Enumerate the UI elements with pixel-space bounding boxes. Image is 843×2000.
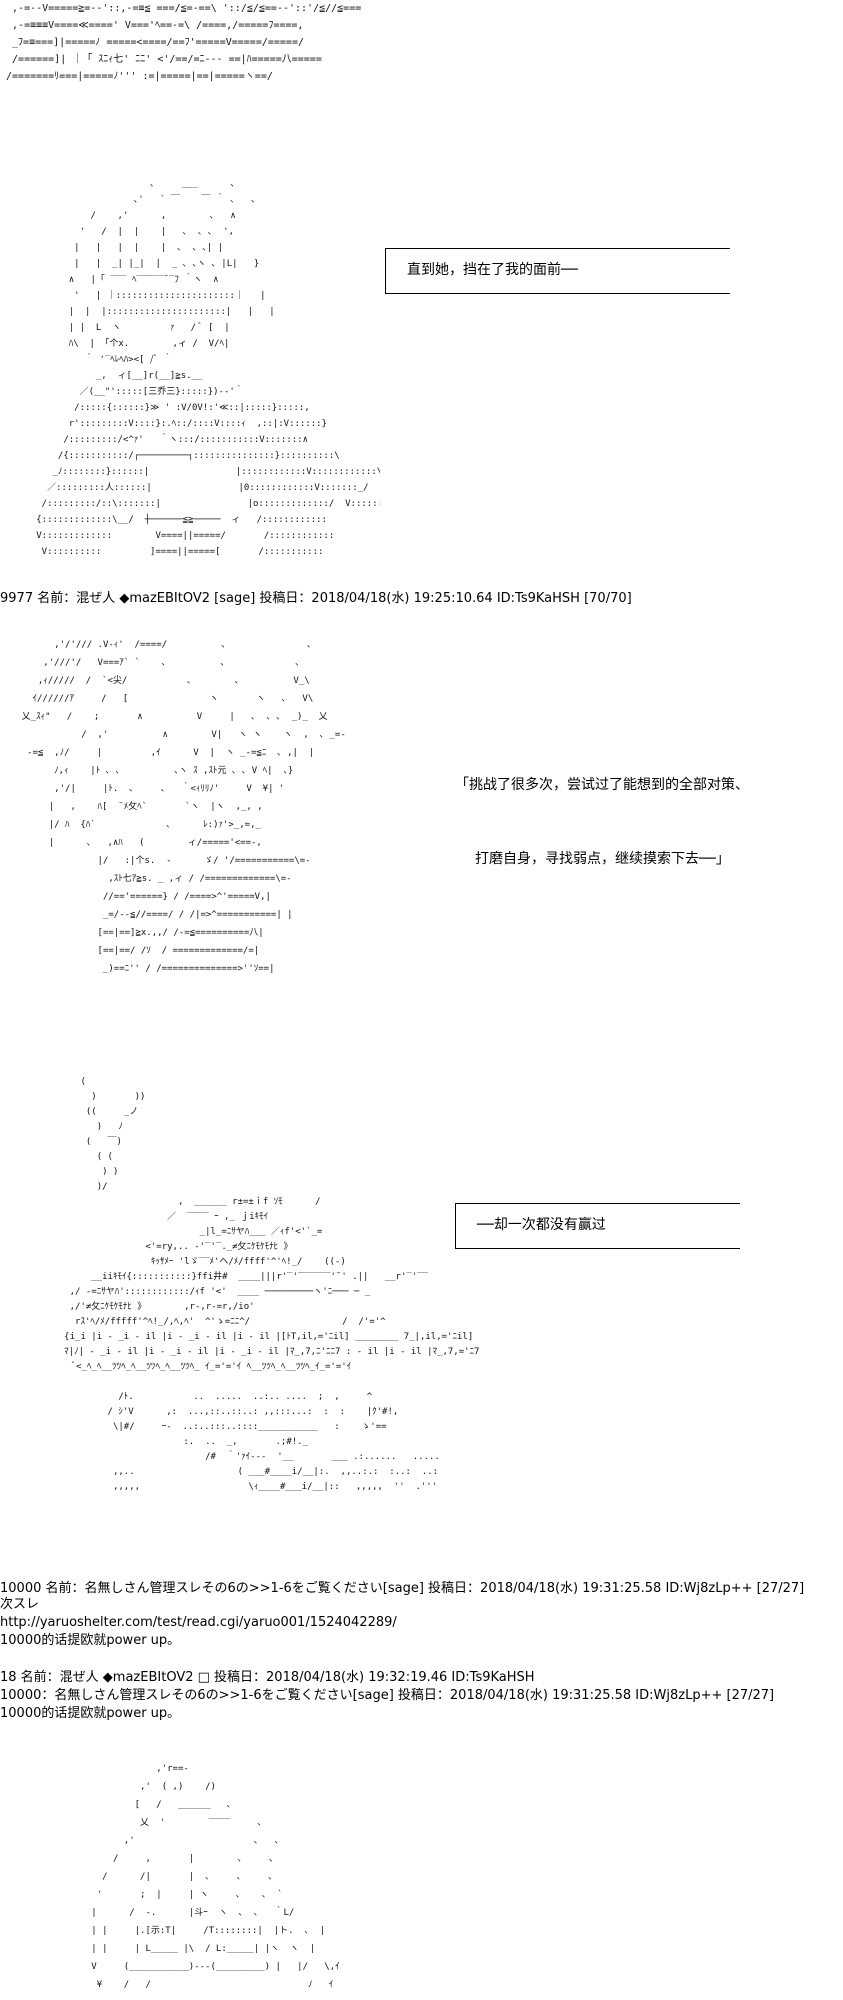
bubble-left-border: [455, 1203, 456, 1249]
speech-bubble-3-text: ──却一次都没有赢过: [477, 1217, 606, 1233]
figure-closeup-ascii-art: ,'r==- ,' ( ,) /) [ / ______ ､ 乂 ' ‾‾‾‾ …: [91, 1764, 340, 1990]
post-body-next-thread: 次スレ: [0, 1597, 40, 1612]
bubble-left-border: [385, 248, 386, 294]
speech-bubble-1: 直到她，挡在了我的面前──: [385, 240, 730, 302]
floating-narration-line-1: 「挑战了很多次，尝试过了能想到的全部对策、: [455, 777, 749, 793]
banner-ascii-art: ,-=--V=====≧=--'::,-=≡≦ ===/≦=-==\ '::/≦…: [6, 3, 362, 82]
bubble-top-border: [455, 1203, 740, 1204]
post-header-10000: 10000 名前：名無しさん管理スレその6の>>1-6をご覧ください[sage]…: [0, 1581, 805, 1596]
figure-girl-ascii-art: ､ ___ ､ ､' ` ￣ ￣ ｀ ､ ､ / ,' , ､ ∧ ' / | …: [36, 179, 380, 557]
floating-narration: 「挑战了很多次，尝试过了能想到的全部对策、 打磨自身，寻找弱点，继续摸索下去──…: [455, 730, 749, 892]
speech-bubble-3: ──却一次都没有赢过: [455, 1195, 740, 1257]
bubble-bottom-border: [455, 1248, 740, 1249]
bubble-top-border: [385, 248, 730, 249]
post-quote-10000: 10000：名無しさん管理スレその6の>>1-6をご覧ください[sage] 投稿…: [0, 1688, 775, 1703]
bubble-bottom-border: [385, 293, 730, 294]
post-quote-power-up: 10000的话提欧就power up。: [0, 1706, 181, 1721]
figure-defeat-ascii-art: ( ) )) (( _ノ ) ﾉ ( ￣) ( ( ) ) )/ , _____…: [64, 1077, 480, 1492]
speech-bubble-1-text: 直到她，挡在了我的面前──: [407, 262, 578, 278]
post-body-thread-link[interactable]: http://yaruoshelter.com/test/read.cgi/ya…: [0, 1615, 397, 1630]
figure-battle-ascii-art: ,'/'/// .V-ｨ' /====/ ､ ､ ,'///'/ V===ｱ` …: [21, 640, 346, 974]
post-body-power-up: 10000的话提欧就power up。: [0, 1633, 181, 1648]
post-header-9977: 9977 名前：混ぜ人 ◆mazEBItOV2 [sage] 投稿日：2018/…: [0, 591, 632, 606]
floating-narration-line-2: 打磨自身，寻找弱点，继续摸索下去──」: [475, 851, 730, 867]
post-header-18: 18 名前：混ぜ人 ◆mazEBItOV2 □ 投稿日：2018/04/18(水…: [0, 1670, 535, 1685]
